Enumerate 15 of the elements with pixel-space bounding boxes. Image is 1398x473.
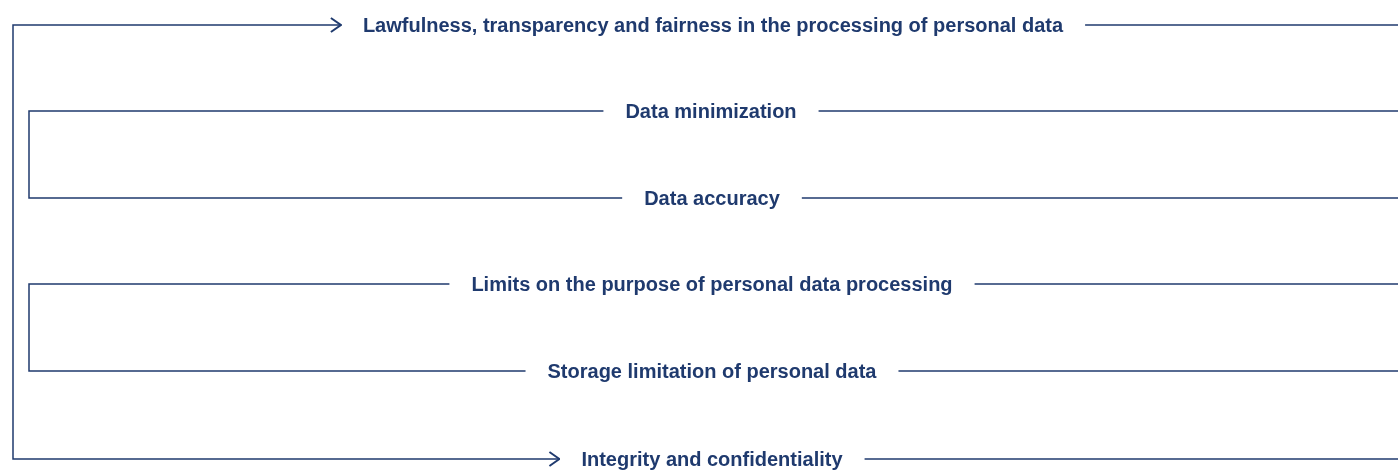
connector-line [801,197,1398,199]
connector-line [817,110,1398,112]
principle-label: Lawfulness, transparency and fairness in the processing of personal data [362,14,1064,36]
principle-label: Data minimization [625,100,797,122]
connector-line [897,370,1398,372]
bracket-connector [12,17,561,467]
principle-label: Integrity and confidentiality [581,448,843,470]
connector-line [863,458,1398,460]
principle-label: Limits on the purpose of personal data processing [471,273,953,295]
bracket-connector [28,283,527,372]
connector-line [1084,24,1398,26]
principle-label: Data accuracy [644,187,780,209]
principle-label: Storage limitation of personal data [547,360,877,382]
connector-line [973,283,1398,285]
bracket-connector [28,110,623,199]
